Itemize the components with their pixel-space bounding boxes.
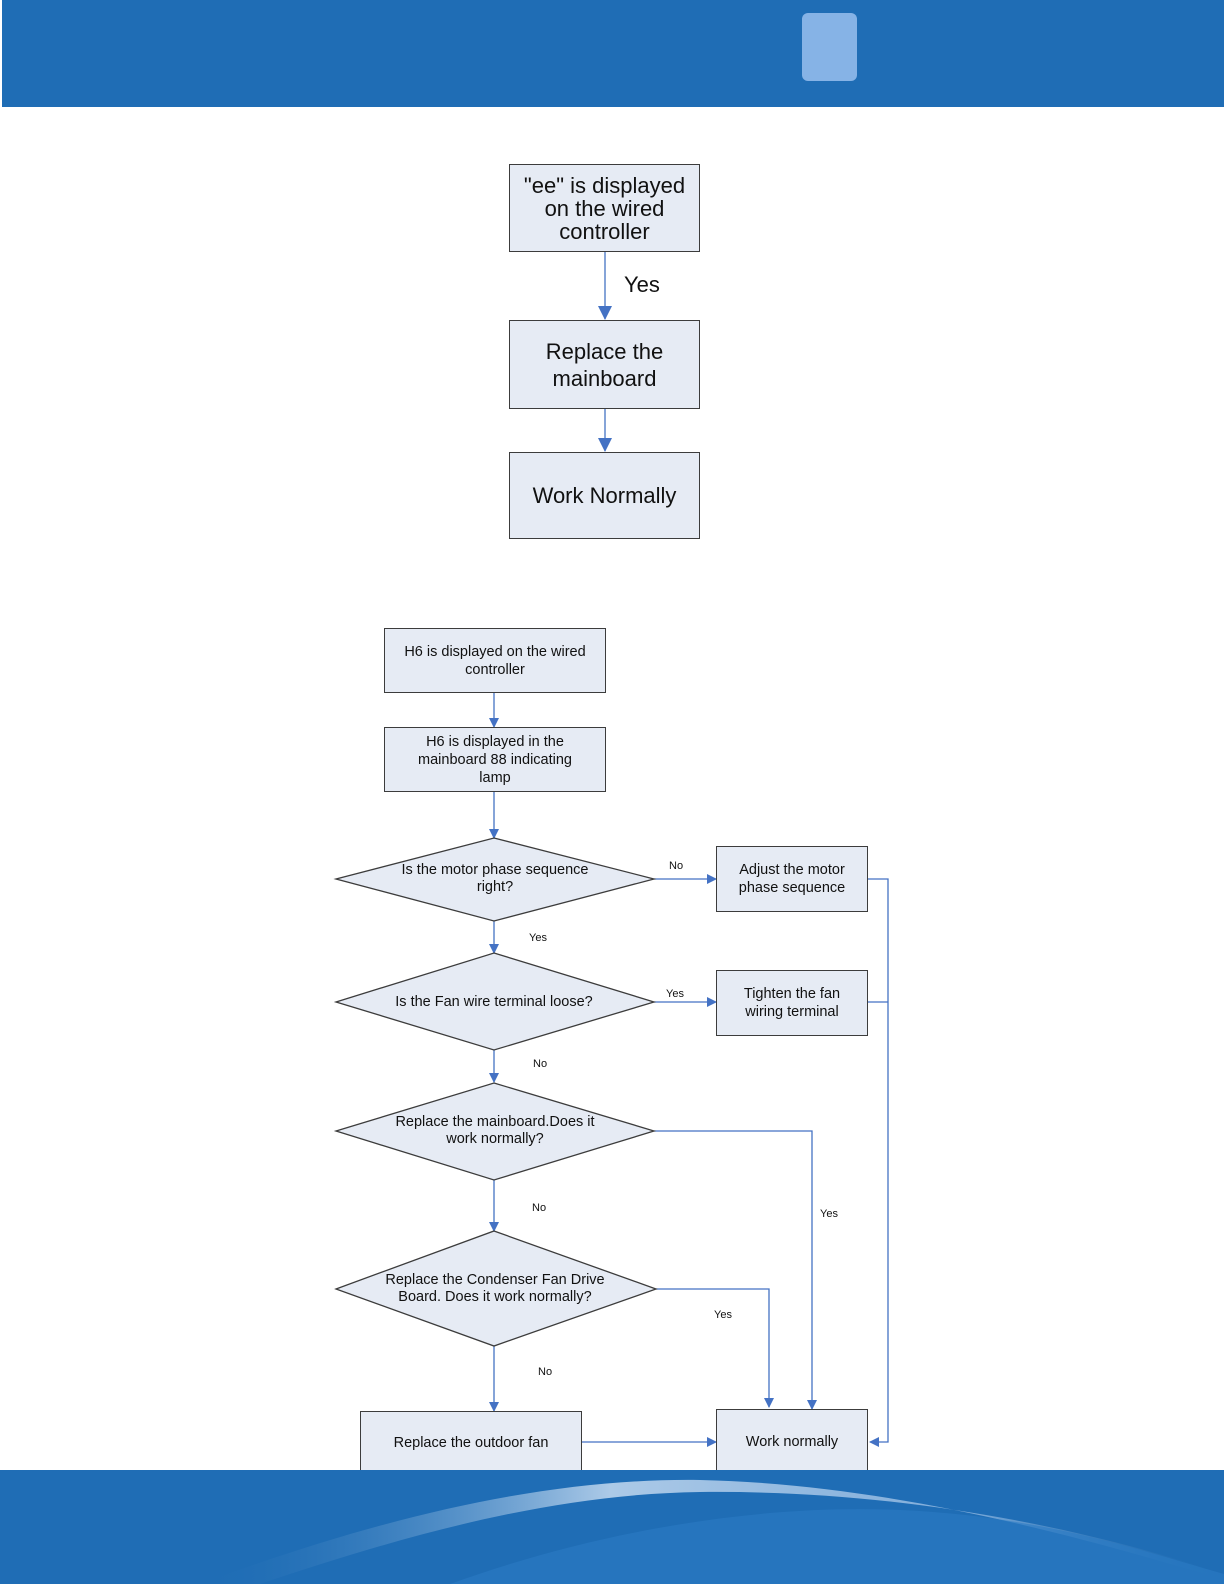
ee-end-text: Work Normally (532, 483, 677, 508)
h6-start-box: H6 is displayed on the wired controller (384, 628, 606, 693)
footer-wave-band (0, 1470, 1224, 1584)
h6-indicator-text: H6 is displayed in the mainboard 88 indi… (418, 733, 572, 786)
h6-start-text: H6 is displayed on the wired controller (404, 643, 586, 678)
replace-fan-text: Replace the outdoor fan (393, 1435, 549, 1451)
ee-start-text: "ee" is displayed on the wired controlle… (523, 172, 686, 244)
diamond-mainboard (333, 1082, 657, 1181)
adjust-phase-box: Adjust the motor phase sequence (716, 846, 868, 912)
mainboard-yes-label: Yes (820, 1208, 838, 1220)
connector-mainboard-yes (654, 1130, 817, 1410)
diamond-terminal (333, 952, 657, 1051)
adjust-phase-text: Adjust the motor phase sequence (738, 862, 846, 896)
terminal-yes-label: Yes (666, 988, 684, 1000)
ee-start-box: "ee" is displayed on the wired controlle… (509, 164, 700, 252)
phase-question-text: Is the motor phase sequence right? (401, 862, 589, 895)
tighten-box: Tighten the fan wiring terminal (716, 970, 868, 1036)
h6-indicator-box: H6 is displayed in the mainboard 88 indi… (384, 727, 606, 792)
connector-adjust-to-end (868, 878, 889, 1447)
h6-end-box: Work normally (716, 1409, 868, 1475)
footer-wave (0, 1470, 1224, 1584)
diamond-driveboard (334, 1230, 658, 1347)
driveboard-question-text: Replace the Condenser Fan Drive Board. D… (385, 1272, 605, 1305)
diamond-phase (333, 837, 657, 922)
replace-fan-box: Replace the outdoor fan (360, 1411, 582, 1475)
tighten-text: Tighten the fan wiring terminal (743, 986, 841, 1020)
driveboard-no-label: No (538, 1366, 553, 1378)
ee-yes-label: Yes (624, 272, 660, 297)
terminal-question-text: Is the Fan wire terminal loose? (395, 993, 593, 1010)
phase-yes-label: Yes (529, 932, 547, 944)
driveboard-yes-label: Yes (714, 1309, 732, 1321)
header-band (2, 0, 1224, 107)
terminal-no-label: No (533, 1058, 548, 1070)
mainboard-question-text: Replace the mainboard.Does it work norma… (395, 1114, 595, 1147)
ee-replace-box: Replace the mainboard (509, 320, 700, 409)
mainboard-no-label: No (532, 1202, 547, 1214)
ee-end-box: Work Normally (509, 452, 700, 539)
phase-no-label: No (669, 860, 684, 872)
connector-driveboard-yes (656, 1288, 774, 1408)
h6-end-text: Work normally (745, 1434, 839, 1450)
ee-replace-text: Replace the mainboard (545, 338, 664, 391)
header-tab (802, 13, 857, 81)
